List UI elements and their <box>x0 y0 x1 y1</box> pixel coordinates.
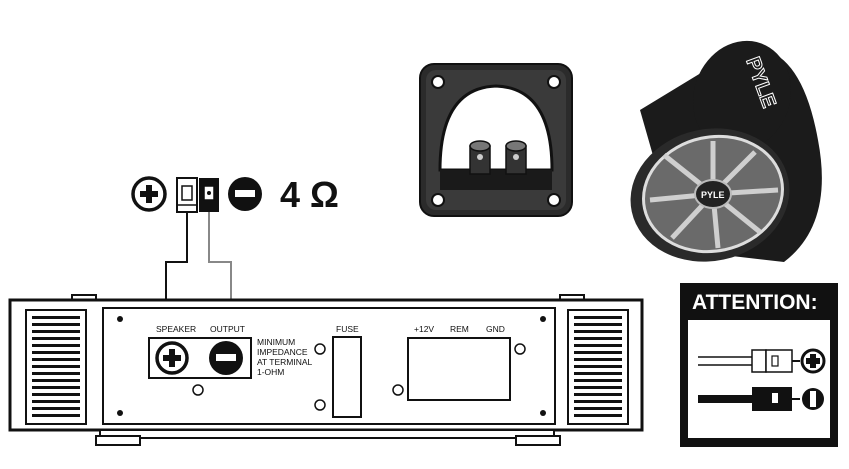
heatsink-right <box>567 309 629 425</box>
attention-positive-row <box>698 348 826 374</box>
positive-terminal-icon <box>155 341 189 375</box>
plus-symbol-icon <box>800 348 826 374</box>
positive-connector-icon <box>176 177 198 213</box>
speaker-label: SPEAKER <box>156 324 196 334</box>
negative-terminal-icon <box>209 341 243 375</box>
fuse-label: FUSE <box>336 324 359 334</box>
minus-symbol-icon <box>802 388 824 410</box>
rem-label: REM <box>450 324 469 334</box>
amplifier-unit: SPEAKER OUTPUT MINIMUM IMPEDANCE AT TERM… <box>8 294 644 446</box>
power-terminal-block <box>407 337 511 401</box>
negative-connector-icon <box>199 178 219 212</box>
output-label: OUTPUT <box>210 324 245 334</box>
brand-logo-center: PYLE <box>701 190 725 200</box>
terminal-cup-plate <box>419 63 573 217</box>
fuse-slot <box>332 336 362 418</box>
impedance-label: 4 Ω <box>280 174 339 215</box>
subwoofer-tube: PYLE PYLE <box>630 40 822 262</box>
impedance-note-line1: MINIMUM <box>257 337 295 347</box>
impedance-note-line2: IMPEDANCE <box>257 347 308 357</box>
attention-title: ATTENTION: <box>692 291 818 314</box>
plus12v-label: +12V <box>414 324 434 334</box>
attention-box: ATTENTION: <box>680 283 838 447</box>
minus-symbol-icon <box>228 177 262 211</box>
impedance-note-line3: AT TERMINAL <box>257 357 313 367</box>
heatsink-left <box>25 309 87 425</box>
gnd-label: GND <box>486 324 505 334</box>
attention-negative-row <box>698 387 824 411</box>
binding-post-icon <box>469 140 527 175</box>
screw-hole-icon <box>431 75 561 207</box>
impedance-note-line4: 1-OHM <box>257 367 284 377</box>
plus-symbol-icon <box>131 176 167 212</box>
wiring-legend: 4 Ω <box>131 174 339 215</box>
